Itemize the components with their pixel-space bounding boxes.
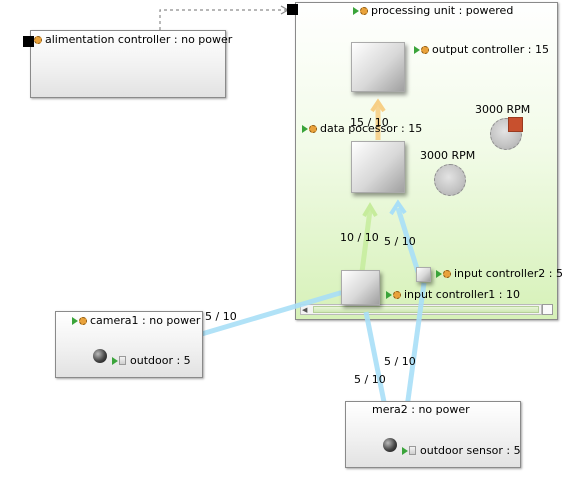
flow-camera2-to-input1: [363, 311, 389, 413]
scroll-thumb[interactable]: [313, 306, 539, 313]
gauge-lower-label: 3000 RPM: [420, 149, 476, 162]
gear-icon: [34, 36, 42, 44]
gear-icon: [309, 125, 317, 133]
gauge-upper-label: 3000 RPM: [475, 103, 531, 116]
flow-label-dp-output: 15 / 10: [350, 116, 389, 129]
play-icon: [72, 317, 78, 325]
input-controller2-block[interactable]: [416, 267, 431, 282]
play-icon: [436, 270, 442, 278]
flow-input2-to-dataprocessor: [395, 207, 421, 273]
flow-input1-to-dataprocessor: [359, 209, 373, 273]
gear-icon: [393, 291, 401, 299]
play-icon: [302, 125, 308, 133]
gear-icon: [79, 317, 87, 325]
gear-icon: [443, 270, 451, 278]
alimentation-controller-node[interactable]: [30, 30, 226, 98]
alert-square-icon: [508, 117, 523, 132]
camera1-port-label: outdoor : 5: [112, 354, 191, 367]
input-controller1-label: input controller1 : 10: [386, 288, 520, 301]
alimentation-to-processing-link: [159, 9, 288, 30]
flow-arrow-input2-dp: [389, 199, 407, 216]
output-controller-label: output controller : 15: [414, 43, 549, 56]
camera2-port-label: outdoor sensor : 5: [402, 444, 521, 457]
scroll-left-arrow-icon[interactable]: ◀: [302, 306, 308, 314]
camera1-sensor-ball-icon[interactable]: [93, 349, 107, 363]
flow-label-camera2-input1: 5 / 10: [354, 373, 386, 386]
flow-label-input1-dp: 10 / 10: [340, 231, 379, 244]
processing-unit-label: processing unit : powered: [353, 4, 513, 17]
camera2-sensor-ball-icon[interactable]: [383, 438, 397, 452]
scroll-corner: [542, 304, 553, 315]
output-controller-block[interactable]: [351, 42, 405, 92]
gear-icon: [421, 46, 429, 54]
processing-unit-port[interactable]: [287, 4, 298, 15]
flow-label-input2-dp: 5 / 10: [384, 235, 416, 248]
fan-gauge-lower-icon: [434, 164, 466, 196]
camera2-label: mera2 : no power: [372, 403, 470, 416]
flow-arrow-input1-dp: [362, 202, 378, 218]
play-icon: [353, 7, 359, 15]
port-icon: [409, 446, 416, 455]
play-icon: [414, 46, 420, 54]
gear-icon: [360, 7, 368, 15]
play-icon: [386, 291, 392, 299]
flow-arrow-dp-output: [370, 98, 386, 113]
input-controller2-label: input controller2 : 5: [436, 267, 563, 280]
camera1-label: camera1 : no power: [72, 314, 200, 327]
play-icon: [402, 447, 408, 455]
play-icon: [112, 357, 118, 365]
data-processor-block[interactable]: [351, 141, 405, 193]
alimentation-controller-label: alimentation controller : no power: [34, 33, 232, 46]
input-controller1-block[interactable]: [341, 270, 380, 305]
flow-label-camera2-input2: 5 / 10: [384, 355, 416, 368]
port-icon: [119, 356, 126, 365]
camera2-node[interactable]: [345, 401, 521, 468]
flow-label-camera1-input1: 5 / 10: [205, 310, 237, 323]
data-processor-label: data pocessor : 15: [302, 122, 422, 135]
alimentation-controller-port[interactable]: [23, 36, 34, 47]
